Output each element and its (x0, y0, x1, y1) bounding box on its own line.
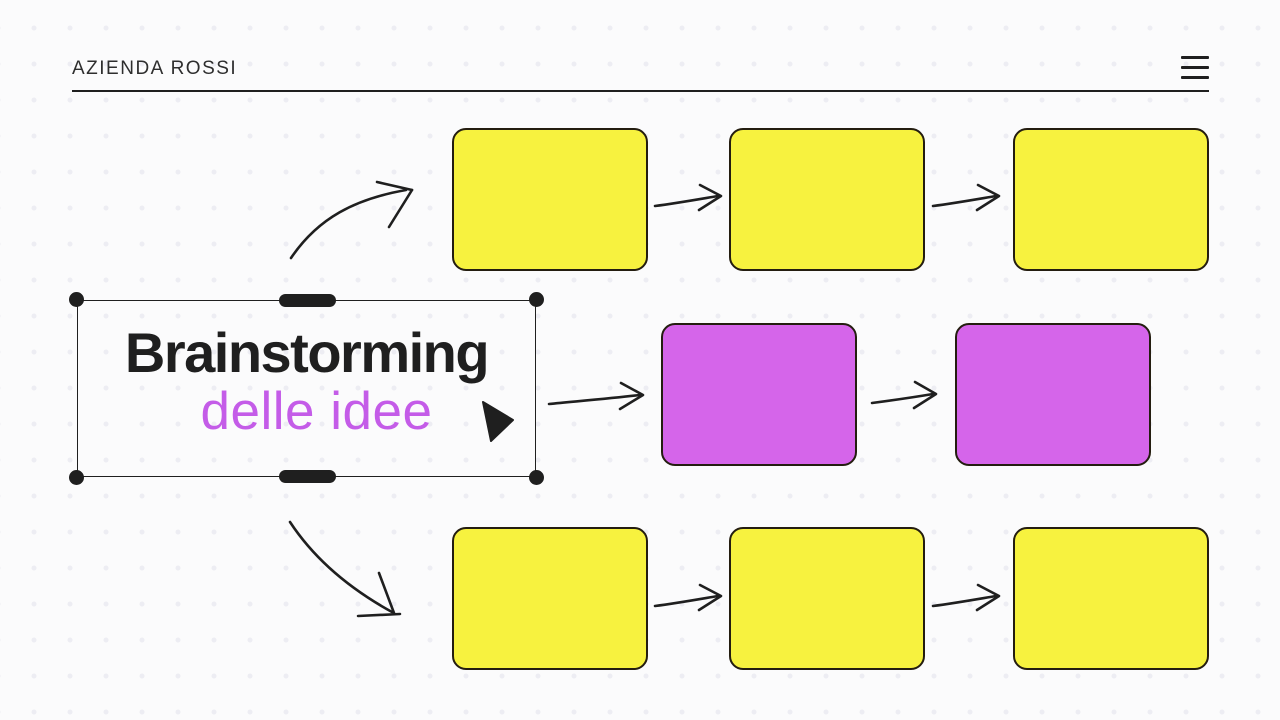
hamburger-menu-icon (1181, 55, 1209, 59)
arrow-top-2-to-3[interactable] (931, 183, 1001, 212)
brand-title: AZIENDA ROSSI (72, 58, 238, 79)
arrow-top-1-to-2[interactable] (653, 183, 723, 212)
arrow-bottom-2-to-3[interactable] (931, 583, 1001, 612)
curved-arrow-to-bottom-row[interactable] (288, 520, 402, 618)
resize-handle-top-left[interactable] (69, 292, 84, 307)
resize-handle-bottom-center[interactable] (278, 470, 336, 483)
text-line-2: delle idee (200, 382, 433, 441)
curved-arrow-to-top-row[interactable] (289, 180, 414, 260)
sticky-note-middle-2[interactable] (955, 323, 1151, 466)
text-element-content: Brainstorming delle idee (78, 321, 535, 441)
arrow-purple-1-to-2[interactable] (870, 380, 938, 410)
resize-handle-top-right[interactable] (529, 292, 544, 307)
selected-text-element[interactable]: Brainstorming delle idee (69, 292, 544, 485)
header-divider (72, 90, 1209, 92)
resize-handle-top-center[interactable] (278, 294, 336, 307)
resize-handle-bottom-left[interactable] (69, 470, 84, 485)
sticky-note-top-1[interactable] (452, 128, 648, 271)
arrow-text-to-purple-1[interactable] (547, 381, 645, 411)
text-line-1: Brainstorming (124, 321, 490, 384)
sticky-note-top-3[interactable] (1013, 128, 1209, 271)
sticky-note-bottom-3[interactable] (1013, 527, 1209, 670)
sticky-note-bottom-1[interactable] (452, 527, 648, 670)
sticky-note-middle-1[interactable] (661, 323, 857, 466)
resize-handle-bottom-right[interactable] (529, 470, 544, 485)
sticky-note-top-2[interactable] (729, 128, 925, 271)
sticky-note-bottom-2[interactable] (729, 527, 925, 670)
menu-button[interactable] (1179, 52, 1211, 82)
arrow-bottom-1-to-2[interactable] (653, 583, 723, 612)
